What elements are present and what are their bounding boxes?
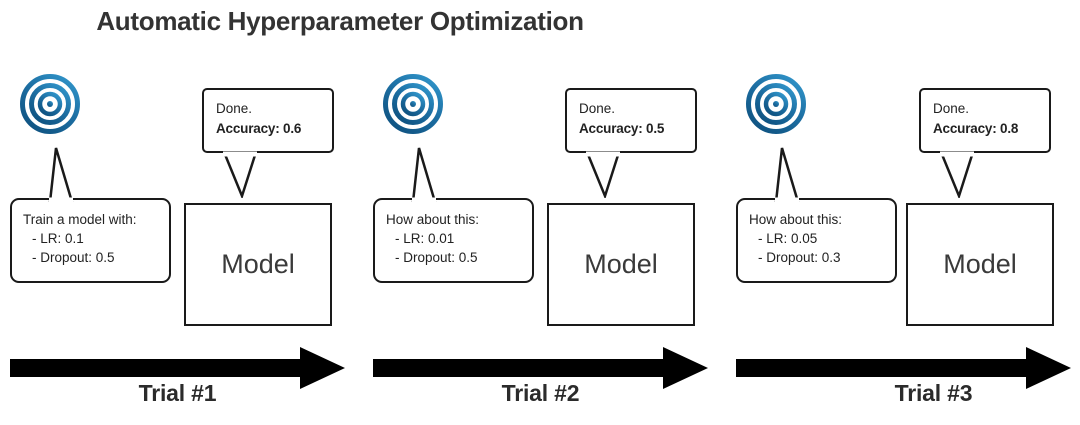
result-accuracy: Accuracy: 0.6 <box>216 121 302 137</box>
request-callout-3: How about this: - LR: 0.05 - Dropout: 0.… <box>736 198 897 283</box>
trial-label-text: Trial #2 <box>501 380 580 406</box>
arrow-right-icon-1 <box>10 347 345 389</box>
arrow-right-icon-2 <box>373 347 708 389</box>
request-param-lr: - LR: 0.05 <box>758 231 818 247</box>
result-bubble-2: Done. Accuracy: 0.5 <box>565 88 697 153</box>
model-label: Model <box>943 249 1017 279</box>
bubble-tail-1 <box>218 150 268 198</box>
request-heading: Train a model with: <box>23 212 137 227</box>
request-callout-1: Train a model with: - LR: 0.1 - Dropout:… <box>10 198 171 283</box>
request-param-lr: - LR: 0.01 <box>395 231 455 247</box>
model-label: Model <box>221 249 295 279</box>
trial-label-text: Trial #3 <box>894 380 973 406</box>
target-icon <box>20 74 80 134</box>
target-icon <box>746 74 806 134</box>
callout-tail-1 <box>32 146 80 202</box>
target-icon <box>383 74 443 134</box>
result-status: Done. <box>579 101 616 116</box>
result-bubble-3: Done. Accuracy: 0.8 <box>919 88 1051 153</box>
request-param-dropout: - Dropout: 0.5 <box>32 250 115 266</box>
result-status: Done. <box>933 101 970 116</box>
model-label: Model <box>584 249 658 279</box>
model-box-1: Model <box>184 203 332 326</box>
trial-group-2: How about this: - LR: 0.01 - Dropout: 0.… <box>363 0 723 425</box>
callout-tail-3 <box>758 146 806 202</box>
result-status: Done. <box>216 101 253 116</box>
request-heading: How about this: <box>749 212 843 227</box>
trial-group-3: How about this: - LR: 0.05 - Dropout: 0.… <box>726 0 1080 425</box>
page-title: Automatic Hyperparameter Optimization <box>96 6 584 36</box>
callout-tail-2 <box>395 146 443 202</box>
result-accuracy: Accuracy: 0.5 <box>579 121 665 137</box>
trial-label-text: Trial #1 <box>138 380 217 406</box>
model-box-2: Model <box>547 203 695 326</box>
request-heading: How about this: <box>386 212 480 227</box>
request-param-lr: - LR: 0.1 <box>32 231 84 247</box>
trial-label-2: Trial #2 <box>363 380 718 407</box>
trial-label-3: Trial #3 <box>756 380 1080 407</box>
bubble-tail-2 <box>581 150 631 198</box>
trial-label-1: Trial #1 <box>0 380 355 407</box>
request-param-dropout: - Dropout: 0.5 <box>395 250 478 266</box>
result-bubble-1: Done. Accuracy: 0.6 <box>202 88 334 153</box>
request-param-dropout: - Dropout: 0.3 <box>758 250 841 266</box>
result-accuracy: Accuracy: 0.8 <box>933 121 1019 137</box>
arrow-right-icon-3 <box>736 347 1071 389</box>
model-box-3: Model <box>906 203 1054 326</box>
bubble-tail-3 <box>935 150 985 198</box>
trial-group-1: Train a model with: - LR: 0.1 - Dropout:… <box>0 0 360 425</box>
request-callout-2: How about this: - LR: 0.01 - Dropout: 0.… <box>373 198 534 283</box>
